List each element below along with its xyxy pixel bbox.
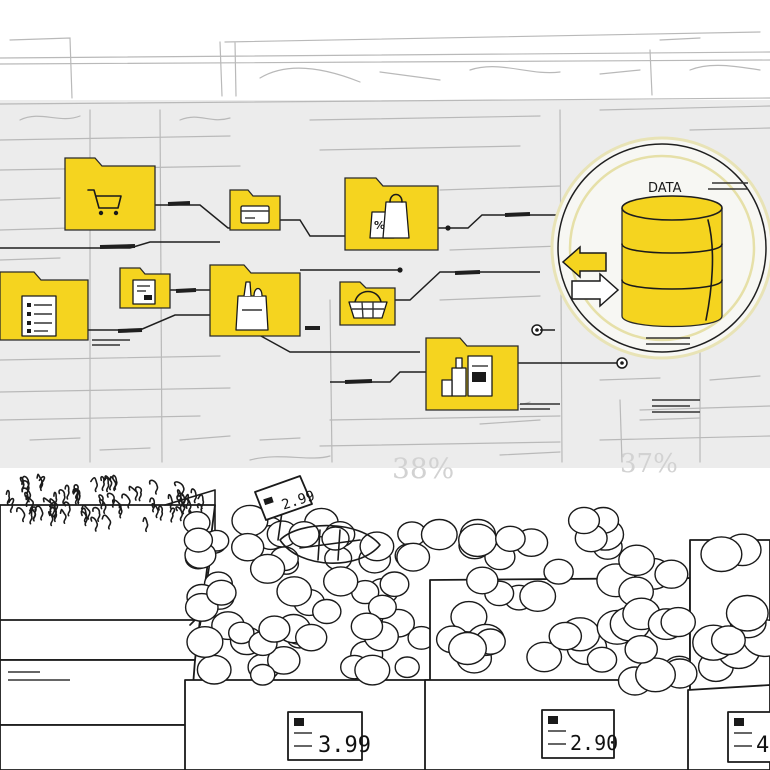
tomato [654, 559, 689, 589]
tomato [519, 580, 557, 613]
orange [700, 536, 743, 573]
background-sign-2: 37% [620, 449, 678, 479]
receipt-folder [119, 267, 171, 309]
produce-item [258, 615, 291, 643]
arrow-left-icon [561, 245, 607, 279]
database-icon [621, 195, 723, 328]
produce-item [183, 527, 214, 553]
produce-item [295, 623, 328, 652]
price-tag-3: 4 [727, 711, 770, 763]
grocery-bag-icon [235, 281, 269, 331]
orange [660, 606, 697, 638]
basket-icon [348, 290, 388, 319]
wire-list-grocery [88, 314, 210, 331]
database-label: DATA [648, 181, 682, 196]
produce-item [186, 626, 224, 659]
center-produce-crate [182, 504, 436, 770]
basket-folder [339, 281, 396, 326]
annotation-marks [92, 339, 700, 413]
produce-item [367, 594, 397, 620]
produce-item [196, 654, 232, 685]
produce-item [354, 654, 391, 686]
receipt-icon [132, 279, 156, 305]
svg-text:%: % [374, 219, 385, 232]
produce-item [276, 576, 313, 607]
produce-item [249, 553, 286, 584]
produce-item [394, 656, 420, 679]
credit-card-icon [240, 205, 270, 224]
tomato [494, 525, 526, 552]
orange [725, 594, 769, 632]
orange [618, 544, 656, 577]
orange-pile [609, 533, 770, 696]
tomato [543, 558, 574, 585]
hub-inner-ring [568, 154, 756, 342]
produce-item [266, 646, 301, 675]
produce-item [206, 579, 237, 606]
tomato [465, 566, 499, 595]
shopping-cart-icon [87, 189, 122, 216]
tomato [526, 641, 563, 673]
shopping-bags-icon: % [369, 193, 410, 239]
background-sign-1: 38% [392, 452, 454, 485]
price-tag-2: 2.90 [541, 709, 618, 759]
produce-item [323, 566, 359, 597]
tomato [458, 523, 498, 558]
produce-item [227, 621, 255, 645]
tomato [567, 506, 601, 535]
database-hub: DATA [550, 136, 770, 360]
tomato [420, 518, 458, 551]
price-tag-2-value: 2.90 [570, 731, 618, 755]
produce-item [230, 532, 265, 562]
orange [710, 625, 746, 656]
tomato [448, 631, 488, 666]
orange [624, 635, 659, 664]
cart-folder [64, 157, 156, 231]
products-folder [425, 337, 519, 411]
wire-bags-db [438, 214, 590, 229]
produce-item [321, 526, 350, 551]
bags-folder: % [344, 177, 439, 251]
card-folder [229, 189, 281, 231]
wire-basket-db [395, 271, 540, 301]
price-tag-3-value: 4 [756, 733, 769, 758]
wire-grocery-products [249, 329, 420, 353]
wire-left-grocery [0, 241, 220, 249]
price-tag-1: 3.99 [287, 711, 371, 761]
orange [635, 657, 677, 693]
tomato [586, 646, 618, 673]
list-folder [0, 271, 89, 341]
round-produce-pile [182, 504, 436, 686]
tomato [548, 621, 583, 651]
produce-item [359, 531, 395, 562]
produce-item [311, 598, 342, 625]
hub-ring [557, 143, 767, 353]
produce-item [379, 571, 410, 598]
produce-item [396, 542, 431, 572]
shelf-price-tag: 2.99 [254, 475, 317, 541]
produce-item [249, 663, 276, 686]
produce-stand: 2.99 3.99 2.90 4 [0, 473, 770, 770]
wire-card-bags [280, 219, 345, 237]
bottles-icon [441, 355, 493, 397]
produce-item [350, 612, 384, 641]
grocery-folder [209, 264, 301, 337]
arrow-right-icon [571, 272, 620, 308]
checklist-icon [21, 295, 57, 337]
lettuce-crate [0, 473, 216, 770]
price-tag-1-value: 3.99 [318, 733, 371, 758]
